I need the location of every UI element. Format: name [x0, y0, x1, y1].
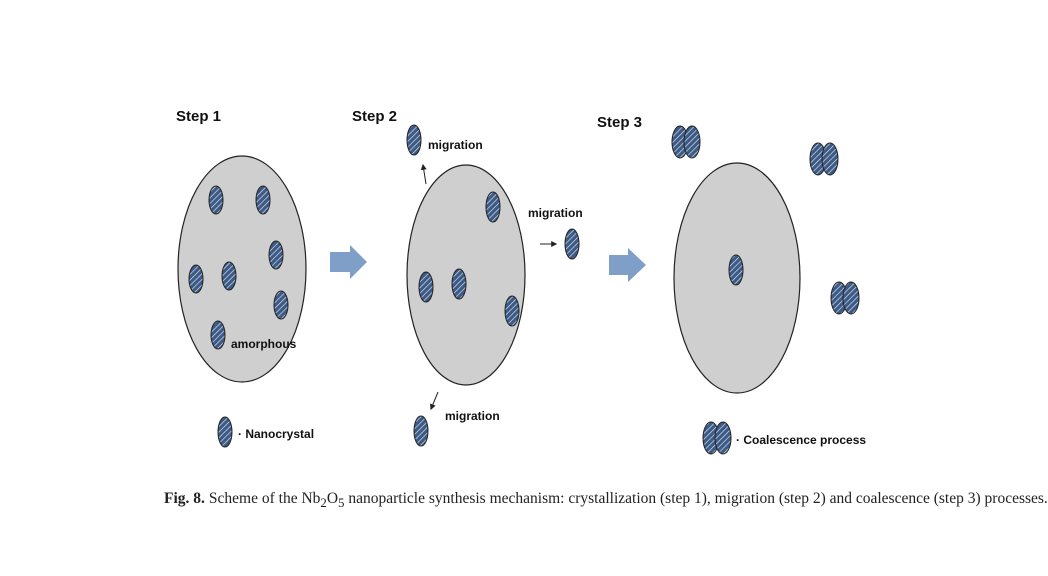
nanocrystal: [485, 191, 501, 223]
step-2-sphere: migration migration migration: [406, 124, 583, 447]
nanocrystal: [255, 185, 271, 215]
migration-arrow-bottom: [430, 391, 439, 411]
figure-number: Fig. 8.: [164, 490, 205, 507]
coalesced-pair: [830, 281, 860, 315]
synthesis-mechanism-diagram: Step 1 Step 2 Step 3 amorphous: [176, 108, 866, 455]
caption-text-o: O: [326, 490, 339, 507]
coalescence-legend: · Coalescence process: [702, 421, 866, 455]
migrating-nanocrystal-right: [564, 228, 580, 260]
nanocrystal: [210, 320, 226, 350]
process-arrow-2: [609, 248, 646, 282]
nanocrystal-legend: · Nanocrystal: [217, 416, 314, 448]
migration-label-right: migration: [528, 206, 583, 220]
nanocrystal: [504, 295, 520, 327]
step-1-label: Step 1: [176, 108, 221, 125]
step-3-sphere: [671, 125, 860, 394]
nanocrystal-legend-label: · Nanocrystal: [238, 427, 314, 441]
figure-caption: Fig. 8.Scheme of the Nb2O5 nanoparticle …: [164, 490, 1048, 511]
nanocrystal: [208, 185, 224, 215]
nanocrystal: [418, 271, 434, 303]
migration-label-top: migration: [428, 138, 483, 152]
step-1-sphere: amorphous: [177, 155, 307, 383]
caption-subscript-2: 5: [338, 495, 345, 511]
nanocrystal: [273, 290, 289, 320]
coalesced-pair: [671, 125, 701, 159]
caption-text-end: nanoparticle synthesis mechanism: crysta…: [344, 490, 1048, 507]
nanocrystal: [188, 264, 204, 294]
caption-subscript-1: 2: [320, 495, 327, 511]
amorphous-label: amorphous: [231, 337, 297, 351]
caption-text-start: Scheme of the Nb: [208, 490, 321, 507]
figure: Step 1 Step 2 Step 3 amorphous: [164, 108, 1048, 511]
migration-arrow-top: [420, 163, 427, 185]
nanocrystal: [728, 254, 744, 286]
migrating-nanocrystal-top: [406, 124, 422, 156]
nanocrystal: [221, 261, 237, 291]
step-3-label: Step 3: [597, 114, 642, 131]
nanocrystal: [268, 240, 284, 270]
process-arrow-1: [330, 245, 367, 279]
nanocrystal-legend-icon: [217, 416, 233, 448]
migrating-nanocrystal-bottom: [413, 415, 429, 447]
coalesced-pair: [809, 142, 839, 176]
migration-label-bottom: migration: [445, 409, 500, 423]
step-2-label: Step 2: [352, 108, 397, 125]
nanocrystal: [451, 268, 467, 300]
coalescence-legend-label: · Coalescence process: [736, 433, 866, 447]
